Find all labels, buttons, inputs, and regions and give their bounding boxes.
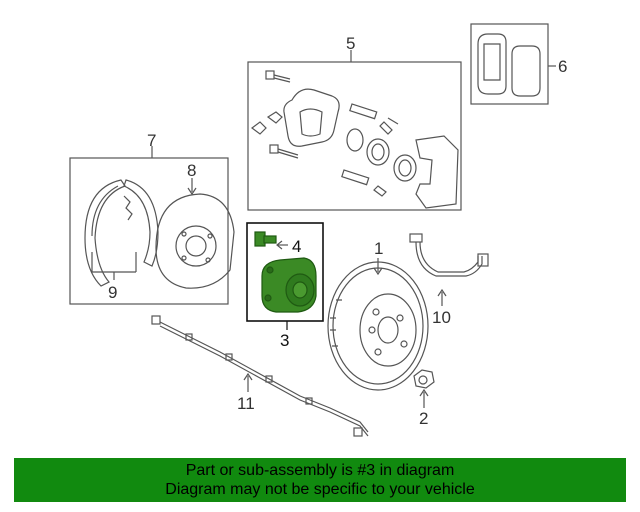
callout-10: 10 [432, 308, 451, 327]
callout-9: 9 [108, 283, 117, 302]
brake-pads-group-box [470, 23, 549, 105]
callout-2: 2 [419, 409, 428, 428]
hub-bolt [254, 231, 277, 247]
caliper-group-box [247, 61, 462, 211]
callout-4: 4 [292, 237, 301, 256]
banner-line-part-info: Part or sub-assembly is #3 in diagram [185, 462, 455, 479]
banner-line-disclaimer: Diagram may not be specific to your vehi… [165, 481, 475, 498]
brake-rotor [327, 261, 429, 391]
caliper-parts [251, 70, 459, 209]
abs-sensor-harness [151, 315, 369, 437]
dust-shield [155, 193, 235, 289]
lug-nut [413, 369, 435, 389]
callout-8: 8 [187, 161, 196, 180]
callout-3: 3 [280, 331, 289, 350]
callout-1: 1 [374, 239, 383, 258]
callout-11: 11 [237, 394, 255, 413]
hub-bearing-assembly [261, 257, 317, 313]
parking-brake-shoes [84, 179, 159, 287]
parts-diagram: 1 2 3 4 5 6 7 8 9 10 11 [69, 23, 567, 437]
brake-pads [477, 33, 541, 97]
parking-brake-group-box [69, 157, 229, 305]
callout-7: 7 [147, 131, 156, 150]
callout-5: 5 [346, 34, 355, 53]
callout-6: 6 [558, 57, 567, 76]
info-banner: Part or sub-assembly is #3 in diagram Di… [14, 458, 626, 502]
brake-hose [409, 233, 489, 277]
